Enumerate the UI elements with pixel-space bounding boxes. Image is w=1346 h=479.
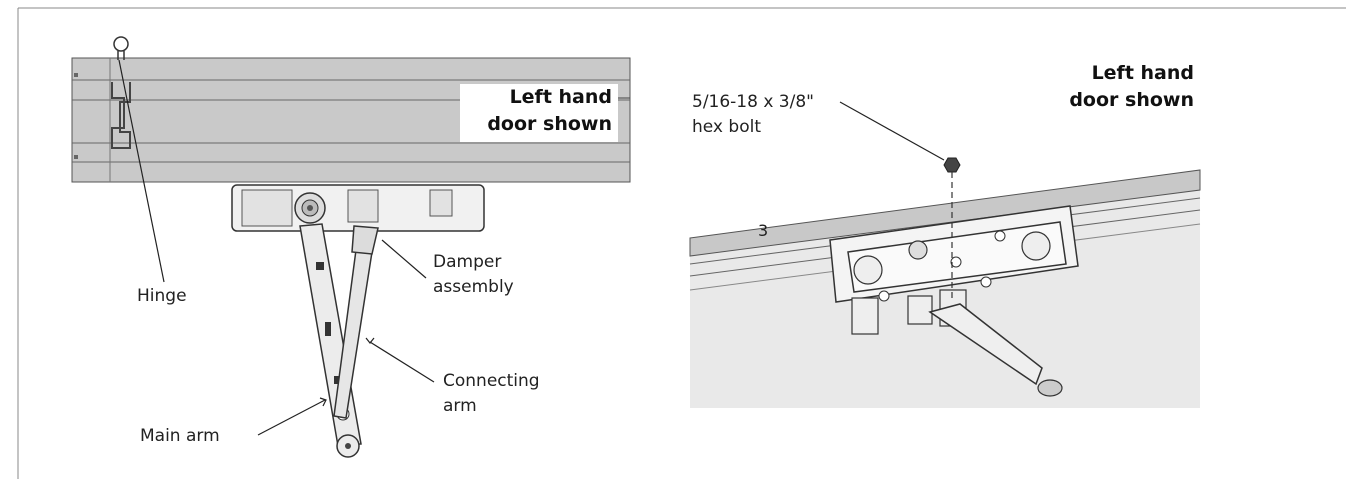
left-door-label: Left hand door shown (460, 84, 612, 138)
hex-bolt-label: 5/16-18 x 3/8" hex bolt (692, 90, 814, 140)
damper-label-line2: assembly (433, 277, 514, 297)
door-closer-body (231, 184, 485, 232)
right-door-illustration (689, 169, 1201, 408)
hinge-label: Hinge (137, 286, 187, 306)
hex-bolt-icon (943, 157, 961, 300)
arm-3d (928, 303, 1063, 397)
right-door-label: Left hand door shown (1040, 60, 1194, 114)
bolt-label-line1: 5/16-18 x 3/8" (692, 92, 814, 112)
damper-label-line1: Damper (433, 252, 502, 272)
damper-assembly-label: Damper assembly (433, 250, 514, 300)
connecting-arm-label: Connecting arm (443, 369, 540, 419)
hinge-pin-icon (113, 36, 129, 60)
bolt-label-line2: hex bolt (692, 117, 761, 137)
damper-assembly (351, 225, 379, 255)
frame-number: 3 (758, 221, 769, 240)
left-door-label-line1: Left hand (509, 86, 612, 108)
right-door-label-line1: Left hand (1091, 62, 1194, 84)
closer-3d-body (847, 221, 1067, 335)
connecting-label-line2: arm (443, 396, 477, 416)
main-arm-label: Main arm (140, 426, 220, 446)
left-door-label-line2: door shown (487, 113, 612, 135)
left-door-illustration (71, 57, 631, 183)
connecting-label-line1: Connecting (443, 371, 540, 391)
right-door-label-line2: door shown (1069, 89, 1194, 111)
